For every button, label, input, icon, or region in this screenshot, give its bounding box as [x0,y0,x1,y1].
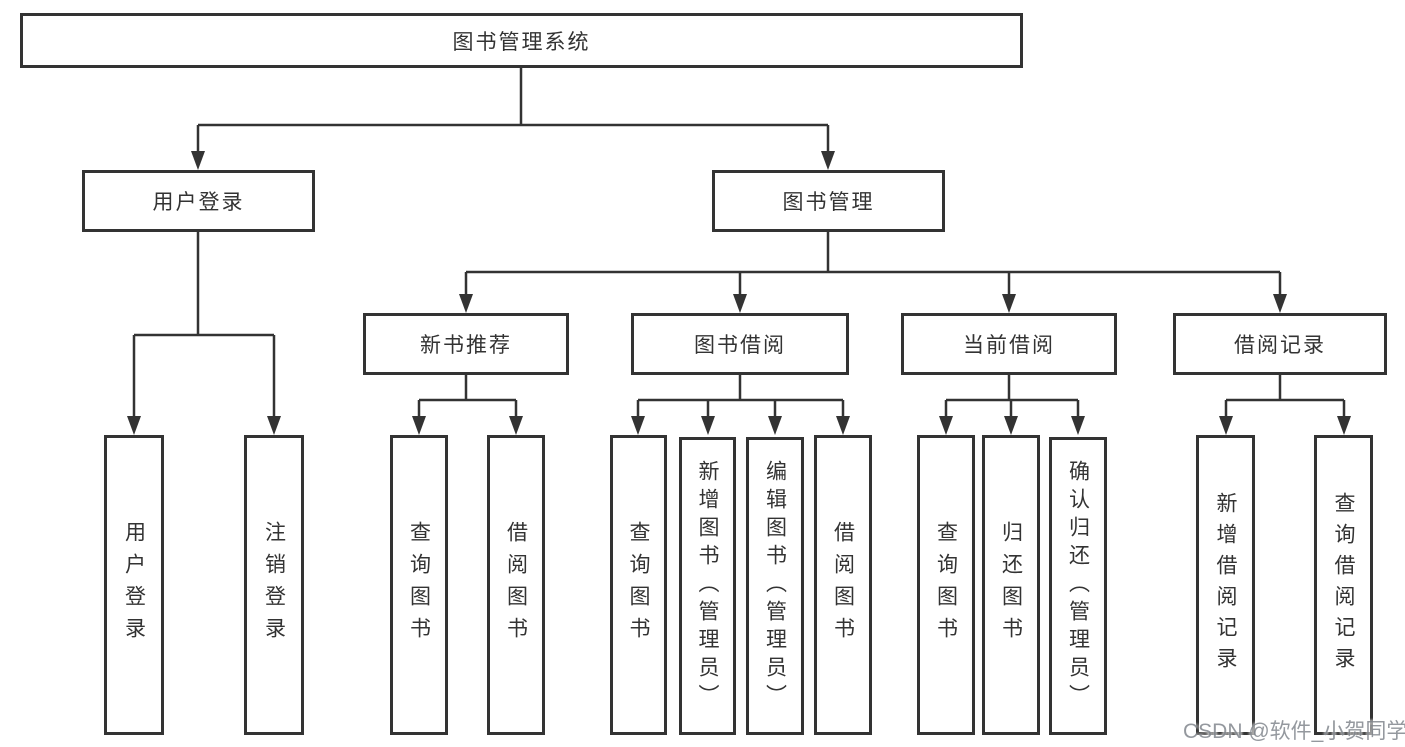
leaf-query-borrow-record: 查询借阅记录 [1314,435,1373,735]
connector-user-login-children [132,232,276,419]
leaf-query-books-recommend: 查询图书 [390,435,448,735]
connector-book-management-children [464,232,1282,297]
arrow-down-icon [1004,416,1018,435]
node-current-borrow: 当前借阅 [901,313,1117,375]
connector-strokes [132,68,1346,419]
leaf-label: 用户登录 [122,521,146,649]
arrow-down-icon [1071,416,1085,435]
arrow-down-icon [733,294,747,313]
arrow-down-icon [1337,416,1351,435]
leaf-logout: 注销登录 [244,435,304,735]
arrow-down-icon [412,416,426,435]
connector-new-book-children [417,375,518,419]
arrow-down-icon [836,416,850,435]
arrow-down-icon [127,416,141,435]
connector-book-borrow-children [636,375,845,419]
arrow-down-icon [631,416,645,435]
arrow-down-icon [768,416,782,435]
leaf-query-books-current: 查询图书 [917,435,975,735]
node-library-system: 图书管理系统 [20,13,1023,68]
leaf-label: 查询借阅记录 [1332,492,1355,678]
arrow-down-icon [821,151,835,170]
leaf-label: 编辑图书（管理员） [763,460,787,712]
arrow-down-icon [1219,416,1233,435]
leaf-label: 查询图书 [627,521,650,649]
arrow-down-icon [509,416,523,435]
leaf-return-books: 归还图书 [982,435,1040,735]
node-new-book-recommend: 新书推荐 [363,313,569,375]
leaf-label: 归还图书 [999,521,1023,649]
arrow-down-icon [459,294,473,313]
node-book-borrow: 图书借阅 [631,313,849,375]
connector-current-borrow-children [944,375,1080,419]
leaf-add-borrow-record: 新增借阅记录 [1196,435,1255,735]
leaf-add-book-admin: 新增图书（管理员） [679,437,736,735]
arrow-down-icon [1002,294,1016,313]
leaf-label: 确认归还（管理员） [1066,460,1090,712]
connector-borrow-records-children [1224,375,1346,419]
arrow-down-icon [267,416,281,435]
arrow-down-icon [701,416,715,435]
node-book-management: 图书管理 [712,170,945,232]
leaf-label: 新增借阅记录 [1214,492,1237,678]
node-user-login: 用户登录 [82,170,315,232]
leaf-confirm-return-admin: 确认归还（管理员） [1049,437,1107,735]
leaf-label: 新增图书（管理员） [696,460,719,712]
leaf-label: 查询图书 [407,521,431,649]
node-borrow-records: 借阅记录 [1173,313,1387,375]
connector-root-to-level2 [196,68,830,154]
leaf-label: 注销登录 [262,521,286,649]
leaf-query-books-borrow: 查询图书 [610,435,667,735]
leaf-label: 借阅图书 [831,521,855,649]
watermark: CSDN @软件_小贺同学 [1183,720,1405,743]
leaf-label: 借阅图书 [504,521,528,649]
arrow-down-icon [1273,294,1287,313]
leaf-borrow-books-recommend: 借阅图书 [487,435,545,735]
arrow-down-icon [939,416,953,435]
leaf-user-login: 用户登录 [104,435,164,735]
leaf-label: 查询图书 [934,521,958,649]
arrow-down-icon [191,151,205,170]
leaf-borrow-books: 借阅图书 [814,435,872,735]
leaf-edit-book-admin: 编辑图书（管理员） [746,437,804,735]
arrowheads [127,151,1351,435]
